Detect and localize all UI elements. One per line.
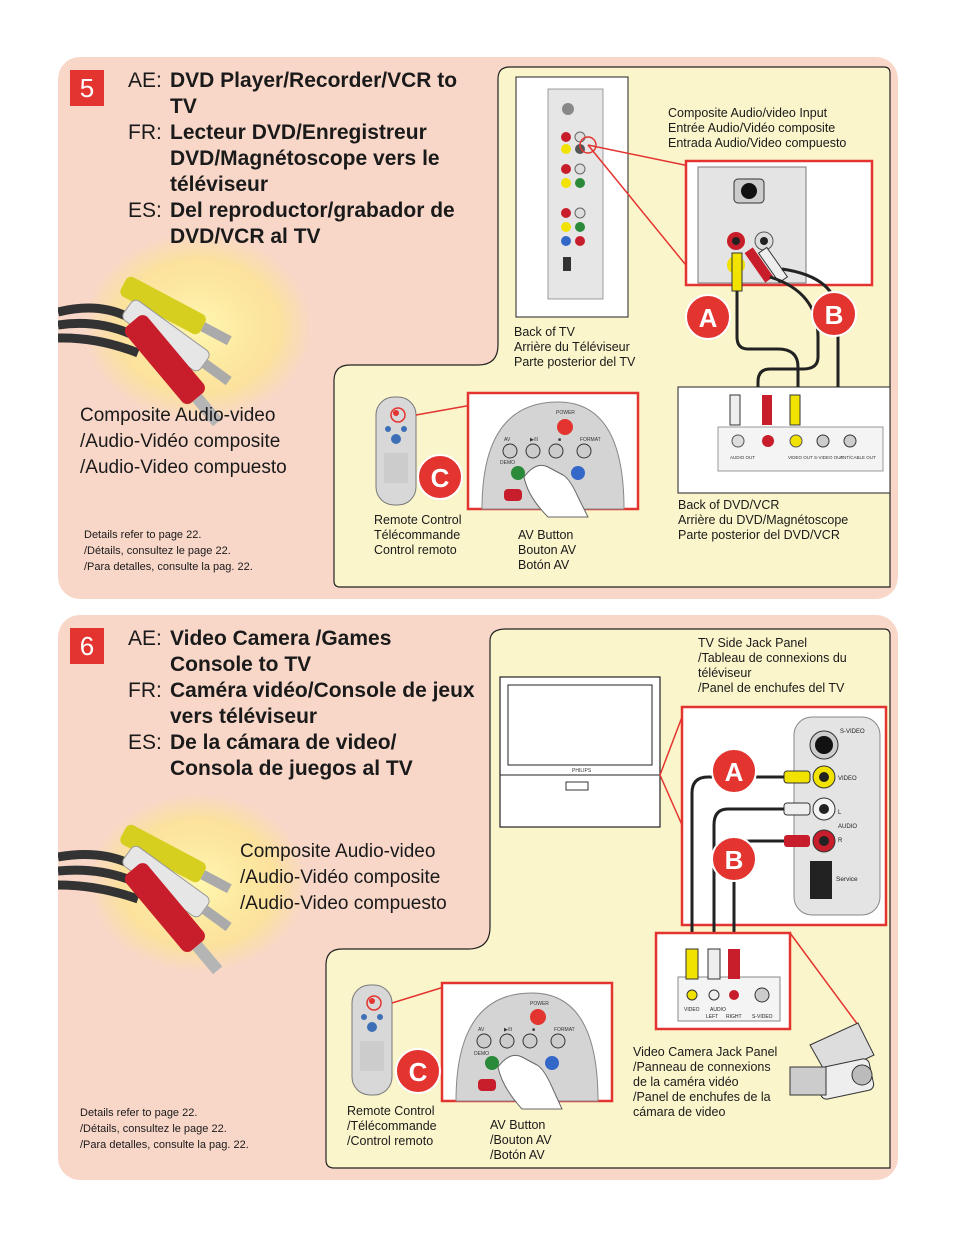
jack-label-s-video-out: S-VIDEO OUT	[814, 455, 844, 460]
svg-text:L: L	[838, 810, 842, 816]
step-5-panel: AUDIO OUT VIDEO OUT S-VIDEO OUT ANT/CABL…	[58, 57, 898, 599]
remote-control-label: Remote Control Télécommande Control remo…	[374, 513, 462, 557]
camera-jack-label: Video Camera Jack Panel /Panneau de conn…	[633, 1045, 778, 1119]
remote-control-label: Remote Control /Télécommande /Control re…	[347, 1104, 437, 1148]
svg-text:DEMO: DEMO	[474, 1051, 489, 1057]
svg-text:RIGHT: RIGHT	[726, 1014, 742, 1020]
svg-text:A: A	[725, 757, 744, 787]
back-tv-label: Back of TV Arrière du Téléviseur Parte p…	[514, 325, 636, 369]
heading-text-ae: DVD Player/Recorder/VCR to TV	[170, 69, 458, 118]
marker-b: B	[811, 291, 857, 337]
lang-label-ae: AE:	[128, 69, 162, 92]
tv-brand-label: PHILIPS	[572, 768, 592, 774]
svg-text:R: R	[838, 838, 843, 844]
svg-text:C: C	[431, 463, 450, 493]
remote-control-icon	[351, 984, 393, 1096]
heading-text-fr: Caméra vidéo/Console de jeux vers télévi…	[170, 679, 475, 728]
rca-cable-icon	[58, 793, 308, 975]
svg-text:C: C	[409, 1057, 428, 1087]
composite-input-label: Composite Audio/video Input Entrée Audio…	[668, 106, 847, 150]
svg-text:AV: AV	[504, 437, 511, 443]
tv-front-icon: PHILIPS	[499, 676, 661, 828]
svg-text:■: ■	[532, 1027, 535, 1033]
rca-cable-icon	[58, 232, 313, 427]
svg-text:AUDIO: AUDIO	[710, 1007, 726, 1013]
svg-text:VIDEO: VIDEO	[838, 776, 857, 782]
jack-label-audio-out: AUDIO OUT	[730, 455, 755, 460]
step-5-illustration: AUDIO OUT VIDEO OUT S-VIDEO OUT ANT/CABL…	[58, 66, 891, 588]
svg-text:FORMAT: FORMAT	[554, 1027, 575, 1033]
heading-text-fr: Lecteur DVD/Enregistreur DVD/Magnétoscop…	[170, 121, 440, 196]
svg-text:LEFT: LEFT	[706, 1014, 718, 1020]
marker-a: A	[685, 294, 731, 340]
details-note: Details refer to page 22. /Détails, cons…	[80, 1107, 249, 1151]
remote-control-icon	[375, 396, 417, 506]
svg-text:▶/II: ▶/II	[504, 1027, 512, 1033]
av-button-label: AV Button Bouton AV Botón AV	[518, 528, 577, 572]
svg-text:Service: Service	[836, 876, 858, 883]
svg-text:FORMAT: FORMAT	[580, 437, 601, 443]
video-camera-icon	[789, 1022, 875, 1100]
step-number: 6	[70, 628, 104, 664]
svg-text:S-VIDEO: S-VIDEO	[752, 1014, 773, 1020]
av-button-label: AV Button /Bouton AV /Botón AV	[490, 1118, 552, 1162]
svg-text:S-VIDEO: S-VIDEO	[840, 729, 865, 735]
details-note: Details refer to page 22. /Détails, cons…	[84, 529, 253, 573]
step-heading: AE: DVD Player/Recorder/VCR to TV FR: Lect…	[128, 68, 478, 250]
lang-label-fr: FR:	[128, 121, 162, 144]
marker-c: C	[395, 1048, 441, 1094]
jack-label-video-out: VIDEO OUT	[788, 455, 813, 460]
cable-caption: Composite Audio-video /Audio-Vidéo compo…	[240, 841, 447, 914]
tv-side-panel-label: TV Side Jack Panel /Tableau de connexion…	[698, 636, 847, 695]
svg-text:AV: AV	[478, 1027, 485, 1033]
svg-text:AUDIO: AUDIO	[838, 824, 857, 830]
svg-text:DEMO: DEMO	[500, 460, 515, 466]
back-dvd-label: Back of DVD/VCR Arrière du DVD/Magnétosc…	[678, 498, 849, 542]
heading-text-ae: Video Camera /Games Console to TV	[170, 627, 392, 676]
marker-b: B	[711, 836, 757, 882]
step-6-illustration: PHILIPS S-VIDEO VIDEO L AUDIO R Service	[58, 628, 891, 1169]
heading-text-es: Del reproductor/grabador de DVD/VCR al T…	[170, 199, 455, 248]
svg-text:B: B	[825, 300, 844, 330]
lang-label-es: ES:	[128, 731, 162, 754]
svg-text:B: B	[725, 845, 744, 875]
lang-label-fr: FR:	[128, 679, 162, 702]
marker-a: A	[711, 748, 757, 794]
step-6-panel: PHILIPS S-VIDEO VIDEO L AUDIO R Service	[58, 615, 898, 1180]
jack-label-ant-cable-out: ANT/CABLE OUT	[840, 455, 876, 460]
heading-text-es: De la cámara de video/ Consola de juegos…	[170, 731, 413, 780]
cable-caption: Composite Audio-video /Audio-Vidéo compo…	[80, 405, 287, 478]
lang-label-es: ES:	[128, 199, 162, 222]
svg-text:■: ■	[558, 437, 561, 443]
step-number: 5	[70, 70, 104, 106]
svg-text:▶/II: ▶/II	[530, 437, 538, 443]
svg-text:A: A	[699, 303, 718, 333]
svg-text:VIDEO: VIDEO	[684, 1007, 700, 1013]
svg-text:POWER: POWER	[530, 1001, 549, 1007]
svg-text:POWER: POWER	[556, 410, 575, 416]
step-heading: AE: Video Camera /Games Console to TV FR:…	[128, 626, 478, 782]
marker-c: C	[417, 454, 463, 500]
lang-label-ae: AE:	[128, 627, 162, 650]
